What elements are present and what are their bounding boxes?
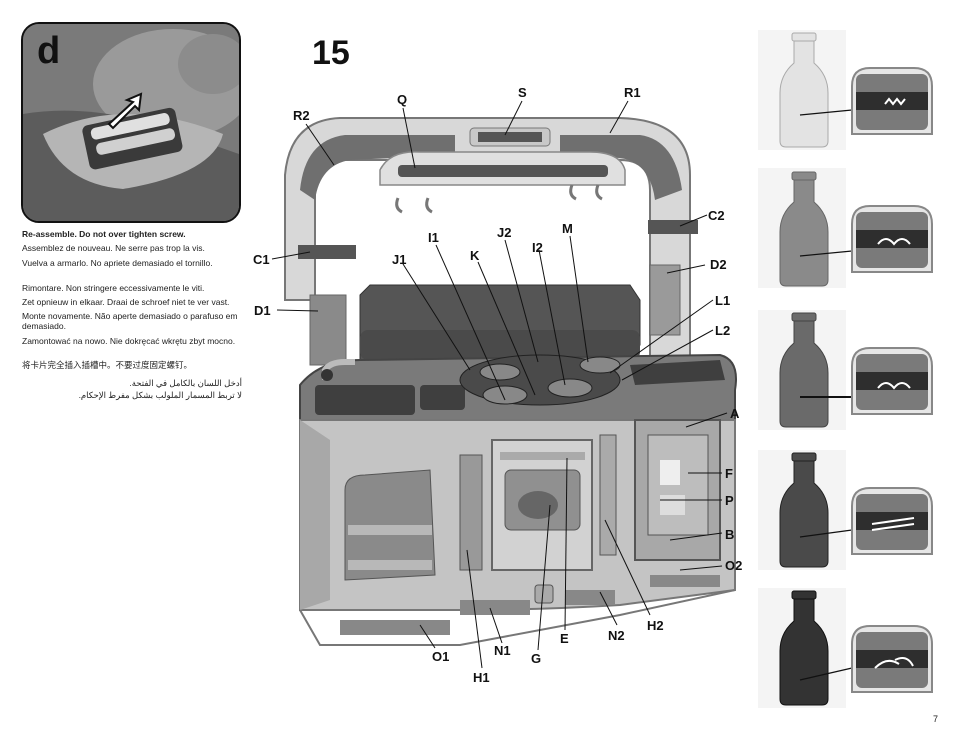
instruction-ar-2: لا تربط المسمار الملولب بشكل مفرط الإحكا… bbox=[78, 390, 242, 400]
step-d-photo: d bbox=[21, 22, 241, 223]
instruction-en: Re-assemble. Do not over tighten screw. bbox=[22, 229, 186, 239]
utensils-bottle bbox=[758, 450, 933, 570]
grape-panel-right bbox=[560, 135, 682, 200]
callout-e: E bbox=[560, 631, 569, 646]
callout-o1: O1 bbox=[432, 649, 450, 664]
callout-d1: D1 bbox=[254, 303, 271, 318]
instruction-nl: Zet opnieuw in elkaar. Draai de schroef … bbox=[22, 297, 230, 307]
page-number: 7 bbox=[932, 714, 938, 724]
callout-a: A bbox=[730, 406, 740, 421]
step-letter: d bbox=[37, 30, 61, 72]
callout-q: Q bbox=[397, 92, 408, 107]
instruction-fr: Assemblez de nouveau. Ne serre pas trop … bbox=[22, 243, 205, 253]
callout-i1: I1 bbox=[428, 230, 439, 245]
callout-k: K bbox=[470, 248, 480, 263]
callout-j2: J2 bbox=[497, 225, 512, 240]
callout-leaders bbox=[271, 100, 728, 669]
vine-bottle bbox=[758, 310, 933, 430]
callout-d2: D2 bbox=[710, 257, 727, 272]
callout-c1: C1 bbox=[253, 252, 270, 267]
callout-n2: N2 bbox=[608, 628, 625, 643]
callout-h2: H2 bbox=[647, 618, 664, 633]
callout-r1: R1 bbox=[624, 85, 641, 100]
callout-c2: C2 bbox=[708, 208, 725, 223]
callout-f: F bbox=[725, 466, 733, 481]
instruction-es: Vuelva a armarlo. No apriete demasiado e… bbox=[22, 258, 213, 268]
instruction-it: Rimontare. Non stringere eccessivamente … bbox=[22, 283, 205, 293]
leaf-bottle bbox=[758, 168, 933, 288]
callout-l1: L1 bbox=[715, 293, 731, 308]
flower-bottle bbox=[758, 30, 933, 150]
callout-o2: O2 bbox=[725, 558, 743, 573]
callout-r2: R2 bbox=[293, 108, 310, 123]
callout-i2: I2 bbox=[532, 240, 543, 255]
callout-g: G bbox=[531, 651, 542, 666]
callout-m: M bbox=[562, 221, 573, 236]
battery-photo-illustration bbox=[23, 24, 239, 221]
step-number: 15 bbox=[312, 34, 350, 72]
instruction-zh: 将卡片完全插入插槽中。不要过度固定螺钉。 bbox=[22, 360, 193, 370]
callout-b: B bbox=[725, 527, 735, 542]
pepper-bottle bbox=[758, 588, 933, 708]
callout-s: S bbox=[518, 85, 527, 100]
callout-h1: H1 bbox=[473, 670, 490, 685]
instruction-pl: Zamontować na nowo. Nie dokręcać wkrętu … bbox=[22, 336, 236, 346]
callout-n1: N1 bbox=[494, 643, 511, 658]
callout-l2: L2 bbox=[715, 323, 731, 338]
instruction-ar-1: أدخل اللسان بالكامل في الفتحة. bbox=[129, 378, 242, 388]
instruction-pt: Monte novamente. Não aperte demasiado o … bbox=[22, 311, 238, 331]
callout-j1: J1 bbox=[392, 252, 407, 267]
callout-p: P bbox=[725, 493, 734, 508]
